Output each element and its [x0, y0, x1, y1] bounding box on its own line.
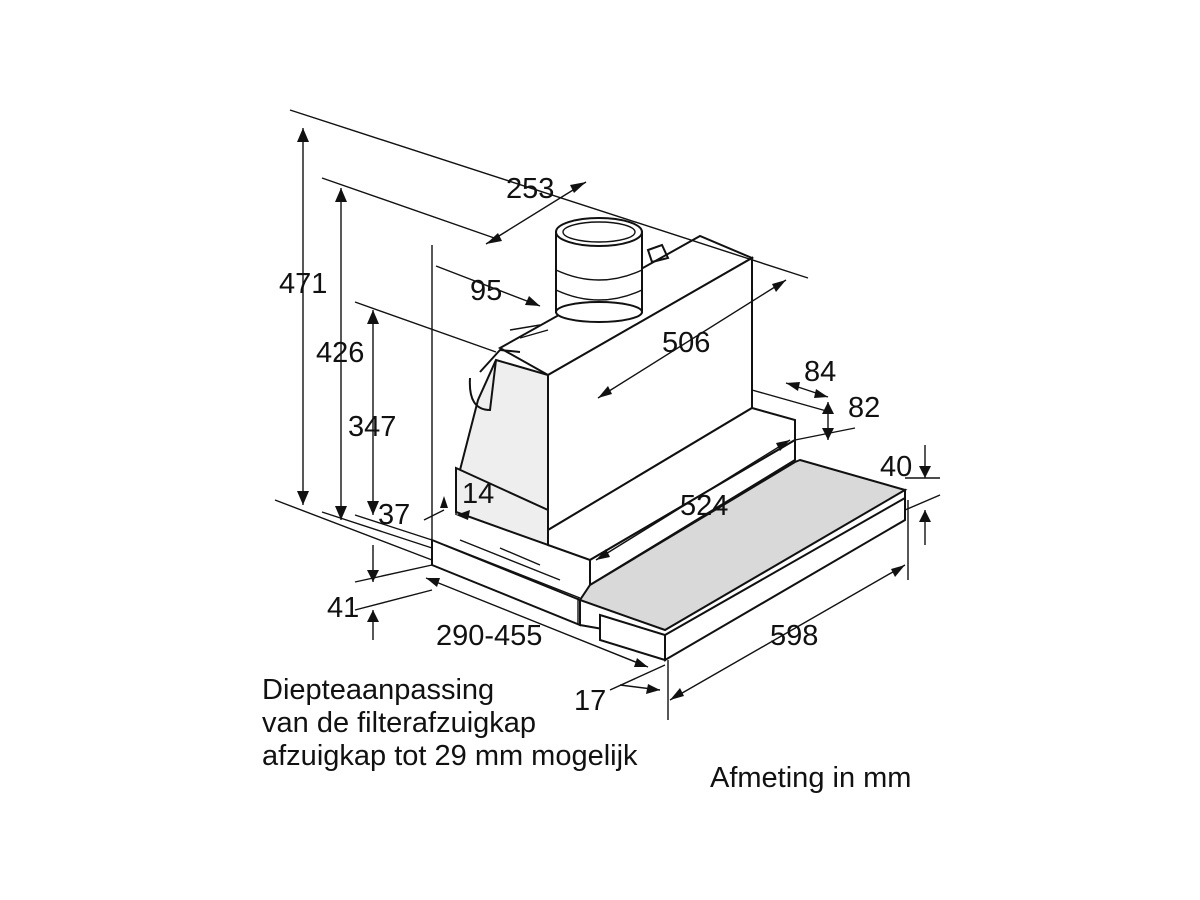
dim-40: 40 — [880, 451, 912, 483]
dim-17: 17 — [574, 685, 606, 717]
dim-347: 347 — [348, 411, 396, 443]
depth-note-line-1: Diepteaanpassing — [262, 674, 495, 706]
dim-37: 37 — [378, 499, 410, 531]
dim-14: 14 — [462, 478, 494, 510]
dim-426: 426 — [316, 337, 364, 369]
hood-body — [431, 234, 908, 662]
dim-95: 95 — [470, 275, 502, 307]
dimension-lines — [274, 109, 941, 720]
dim-290-455: 290-455 — [436, 620, 542, 652]
depth-note-line-3: afzuigkap tot 29 mm mogelijk — [262, 740, 638, 772]
dim-84: 84 — [804, 356, 836, 388]
dimension-labels: 471 426 347 253 95 506 84 82 40 524 14 3… — [279, 173, 912, 717]
dim-598: 598 — [770, 620, 818, 652]
exhaust-outlet — [555, 217, 670, 323]
units-note: Afmeting in mm — [710, 762, 912, 794]
depth-note-line-2: van de filterafzuigkap — [262, 707, 537, 739]
dim-253: 253 — [506, 173, 554, 205]
dim-471: 471 — [279, 268, 327, 300]
dim-524: 524 — [680, 490, 728, 522]
depth-adjustment-note: Diepteaanpassing van de filterafzuigkap … — [262, 674, 638, 773]
dim-506: 506 — [662, 327, 710, 359]
dim-41: 41 — [327, 592, 359, 624]
dim-82: 82 — [848, 392, 880, 424]
